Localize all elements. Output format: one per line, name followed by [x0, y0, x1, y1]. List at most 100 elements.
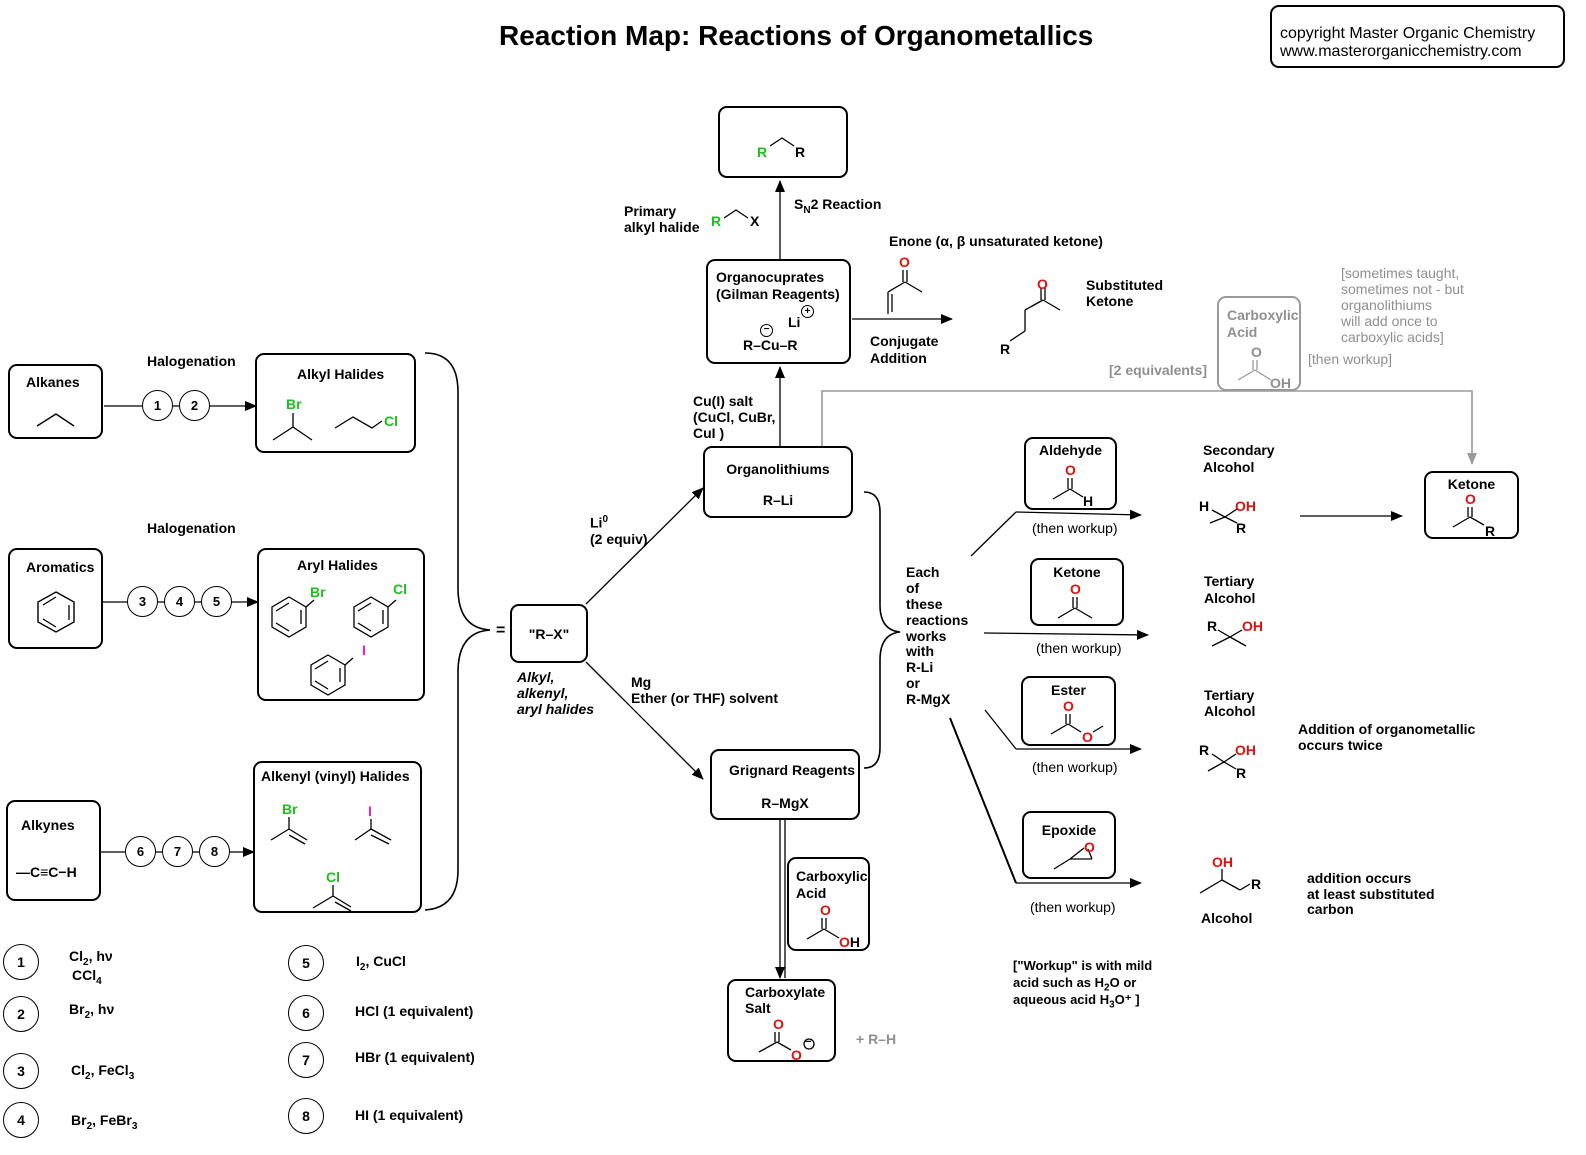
step-6-circle: 6: [125, 836, 156, 867]
organolithiums-box: Organolithiums R–Li: [703, 446, 853, 518]
legend-circle-2: 2: [3, 996, 39, 1032]
r-group: R: [795, 144, 806, 160]
carboxylic-acid-label: Carboxylic: [796, 868, 868, 884]
copyright-url: www.masterorganicchemistry.com: [1280, 43, 1522, 60]
step-8-circle: 8: [199, 836, 230, 867]
primary-x: X: [750, 213, 760, 229]
grey-note-1: [sometimes taught,: [1341, 265, 1460, 281]
aryl-iodine-atom: I: [362, 642, 366, 658]
epoxide-structure: [1053, 847, 1093, 870]
alkyne-formula: —C≡C−H: [16, 864, 77, 880]
carboxylic-acid-oh: OH: [839, 934, 861, 950]
tertiary-alcohol-r: R: [1207, 618, 1218, 634]
grey-note-5: carboxylic acids]: [1341, 329, 1444, 345]
grignard-box: Grignard Reagents R–MgX: [710, 749, 860, 820]
alkenyl-halides-box: Alkenyl (vinyl) Halides Br I Cl: [253, 761, 422, 913]
tertiary-alcohol-label: Tertiary: [1204, 573, 1255, 589]
organolithiums-title: Organolithiums: [726, 461, 830, 477]
grey-acid-label: Carboxylic: [1227, 307, 1299, 323]
tertiary-alcohol-label-2: Alcohol: [1204, 590, 1256, 606]
legend-1-c: CCl: [72, 967, 97, 983]
legend-2-b: , hν: [90, 1001, 115, 1017]
each-note-8: or: [906, 675, 920, 691]
epoxide-box: Epoxide O: [1022, 811, 1116, 879]
epoxide-alcohol-oh: OH: [1212, 854, 1233, 870]
legend-2-sub: 2: [84, 1009, 91, 1021]
rx-desc-aryl: aryl halides: [517, 701, 595, 717]
cu-salt-label: Cu(I) salt: [693, 393, 753, 409]
substituted-ketone-label: Substituted: [1086, 277, 1163, 293]
legend-1-sub4: 4: [96, 975, 102, 987]
carboxylate-salt-box: Carboxylate Salt O O −: [727, 979, 836, 1063]
two-equivalents-label: [2 equivalents]: [1109, 362, 1208, 378]
least-substituted-note: addition occurs: [1307, 870, 1412, 886]
organocuprates-title: Organocuprates: [716, 269, 825, 285]
grignard-formula: R–MgX: [761, 795, 809, 811]
step-5-circle: 5: [201, 586, 232, 617]
carboxylic-acid-h: H: [849, 934, 861, 950]
rx-desc-alkyl: Alkyl,: [517, 669, 555, 685]
plus-rh-byproduct: + R–H: [856, 1031, 897, 1047]
ester-structure: [1050, 714, 1104, 735]
each-note-3: these: [906, 596, 943, 612]
ketone-electrophile-label: Ketone: [1053, 564, 1101, 580]
bromine-atom: Br: [286, 396, 302, 412]
step-7-circle: 7: [162, 836, 193, 867]
legend-7: HBr (1 equivalent): [355, 1049, 475, 1065]
aryl-bromine-atom: Br: [310, 584, 326, 600]
carboxylate-oxygen: O: [791, 1047, 802, 1063]
legend-1-solvent: CCl4: [72, 967, 102, 990]
legend-2-a: Br: [69, 1001, 85, 1017]
sn2-rest: 2 Reaction: [810, 196, 882, 212]
aldehyde-box: Aldehyde O H: [1024, 437, 1117, 510]
aryl-halides-box: Aryl Halides Br Cl I: [257, 548, 425, 701]
legend-5-a: I: [356, 953, 360, 969]
carboxylate-carbonyl-oxygen: O: [773, 1016, 784, 1032]
organocuprates-box: Organocuprates (Gilman Reagents) Li + − …: [706, 259, 851, 364]
aryl-halide-structures: [271, 596, 397, 696]
grey-note-3: organolithiums: [1341, 297, 1433, 313]
each-note-6: with: [906, 643, 934, 659]
epoxide-label: Epoxide: [1041, 822, 1097, 838]
plus-charge-sign: +: [804, 306, 811, 317]
alkenyl-halide-structures: [270, 817, 392, 912]
step-2-circle: 2: [179, 390, 210, 421]
each-note-5: works: [906, 628, 947, 644]
legend-1-b: , hν: [88, 948, 113, 964]
carboxylic-acid-box: Carboxylic Acid O OH: [787, 857, 870, 951]
legend-3-a: Cl: [71, 1062, 85, 1078]
legend-4-a: Br: [71, 1112, 87, 1128]
each-note-7: R-Li: [906, 659, 934, 675]
each-note-2: of: [906, 580, 920, 596]
legend-circle-6: 6: [288, 995, 324, 1031]
enone-label: Enone (α, β unsaturated ketone): [889, 233, 1103, 249]
li-condition: Li0: [590, 512, 608, 531]
legend-circle-7: 7: [288, 1042, 324, 1078]
page-title: Reaction Map: Reactions of Organometalli…: [499, 20, 1094, 51]
alkenyl-halides-label: Alkenyl (vinyl) Halides: [261, 768, 410, 784]
workup-note-2a: acid such as H: [1013, 975, 1105, 990]
ketone-electrophile-oxygen: O: [1070, 581, 1081, 597]
halogenation-label-2: Halogenation: [147, 520, 236, 536]
carboxylate-label: Carboxylate: [745, 984, 826, 1000]
legend-4-sub3: 3: [131, 1120, 138, 1132]
legend-circle-1: 1: [3, 944, 39, 980]
ketone-electrophile-box: Ketone O: [1030, 558, 1124, 626]
li-superscript: 0: [602, 514, 609, 525]
grey-note-2: sometimes not - but: [1341, 281, 1464, 297]
ester-box: Ester O O: [1021, 676, 1116, 746]
lithium-cation: Li: [788, 314, 801, 330]
r-group-green: R: [757, 144, 768, 160]
secondary-alcohol-oh: OH: [1235, 498, 1256, 514]
alcohol-label: Alcohol: [1201, 910, 1253, 926]
each-note-4: reactions: [906, 612, 969, 628]
least-substituted-note-2: at least substituted: [1307, 886, 1435, 902]
legend-circle-8: 8: [288, 1098, 324, 1134]
legend-3-sub3: 3: [128, 1070, 135, 1082]
halogenation-label-1: Halogenation: [147, 353, 236, 369]
cuprate-formula: R–Cu–R: [743, 337, 798, 353]
alkyl-halides-box: Alkyl Halides Br Cl: [255, 353, 416, 453]
minus-charge: −: [760, 324, 773, 337]
legend-4: Br2, FeBr3: [71, 1112, 137, 1135]
secondary-alcohol-h: H: [1199, 498, 1210, 514]
